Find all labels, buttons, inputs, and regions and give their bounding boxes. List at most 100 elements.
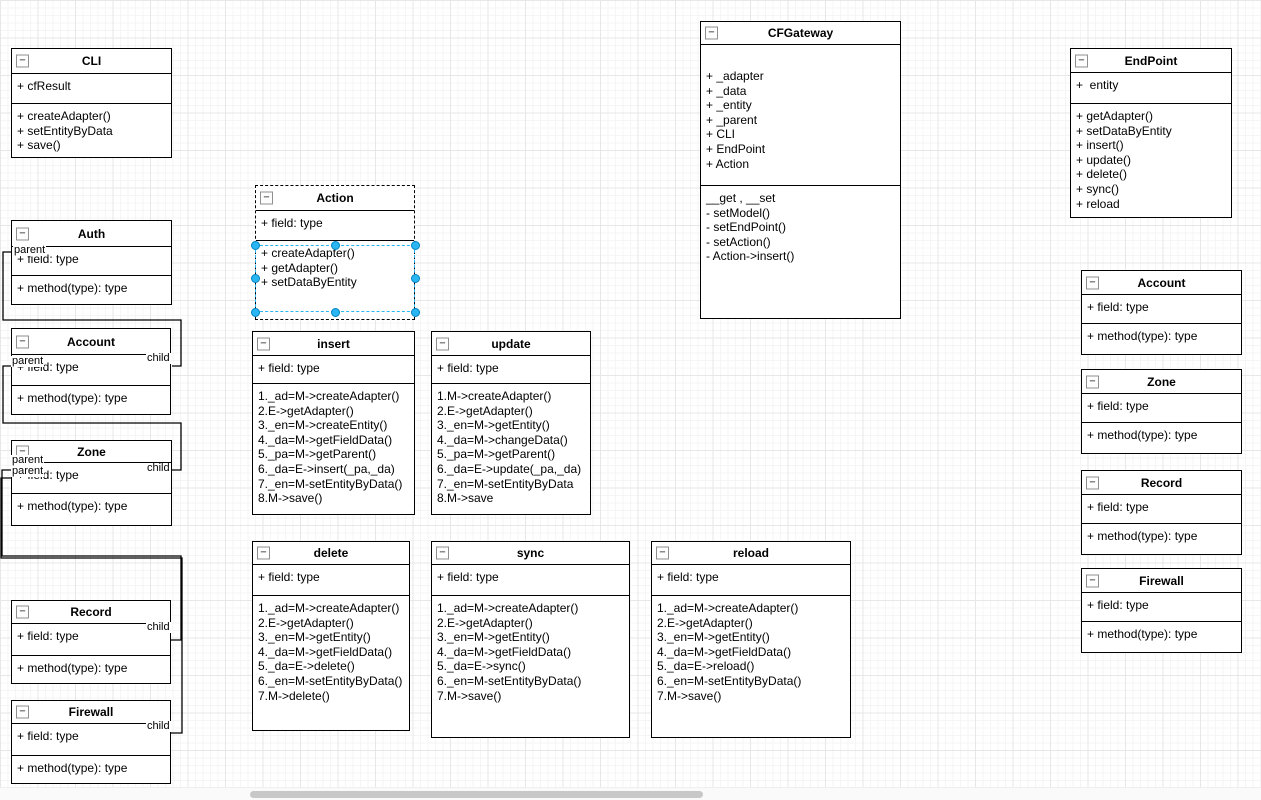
collapse-icon[interactable]: − (436, 546, 449, 560)
uml-method-line: 7._en=M-setEntityByData() (258, 476, 403, 491)
uml-method-line: 6._da=E->update(_pa,_da) (437, 461, 582, 476)
fields-compartment: + field: type (253, 356, 414, 384)
uml-method-line: + reload (1076, 196, 1120, 211)
uml-method-line: 4._da=M->getFieldData() (657, 644, 792, 659)
class-name: sync (516, 546, 545, 560)
selection-handle[interactable] (250, 240, 260, 250)
edge-zone-to-firewall[interactable] (0, 477, 183, 734)
class-record-left[interactable]: −Record+ field: type+ method(type): type (11, 600, 171, 684)
uml-method-line: 3._en=M->getEntity() (437, 418, 550, 433)
class-action[interactable]: −Action+ field: type+ createAdapter()+ g… (255, 185, 415, 320)
uml-method-line: - Action->insert() (706, 249, 795, 264)
class-name: Account (1137, 275, 1186, 290)
uml-field-line: + field: type (1087, 300, 1149, 314)
uml-method-line: + insert() (1076, 138, 1124, 153)
methods-compartment: 1._ad=M->createAdapter()2.E->getAdapter(… (652, 596, 850, 737)
uml-method-line: 7._en=M-setEntityByData (437, 476, 574, 491)
selection-rectangle (255, 245, 415, 312)
methods-compartment: + method(type): type (12, 494, 171, 525)
fields-compartment: + field: type (256, 211, 414, 241)
uml-field-line: + field: type (437, 361, 499, 375)
selection-handle[interactable] (330, 307, 340, 317)
collapse-icon[interactable]: − (436, 337, 449, 350)
selection-handle[interactable] (410, 307, 420, 317)
collapse-icon[interactable]: − (1086, 476, 1099, 489)
collapse-icon[interactable]: − (16, 335, 29, 348)
collapse-icon[interactable]: − (257, 546, 270, 560)
collapse-icon[interactable]: − (16, 605, 29, 619)
class-account-left[interactable]: −Account+ field: type+ method(type): typ… (11, 328, 171, 415)
class-firewall-right[interactable]: −Firewall+ field: type+ method(type): ty… (1081, 568, 1242, 653)
selection-handle[interactable] (330, 240, 340, 250)
uml-method-line: + method(type): type (17, 499, 128, 513)
uml-field-line: + Action (706, 156, 750, 171)
edge-account-to-zone[interactable] (2, 365, 182, 471)
class-name: Zone (1147, 374, 1176, 389)
class-title-bar: −EndPoint (1071, 49, 1231, 73)
uml-method-line: + method(type): type (1087, 428, 1198, 442)
class-cfgateway[interactable]: −CFGateway+ _adapter+ _data+ _entity+ _p… (700, 21, 901, 319)
uml-method-line: - setAction() (706, 234, 771, 249)
uml-method-line: + method(type): type (17, 281, 128, 295)
edge-label-child: child (146, 462, 171, 474)
class-record-right[interactable]: −Record+ field: type+ method(type): type (1081, 470, 1242, 555)
class-cli[interactable]: −CLI+ cfResult+ createAdapter()+ setEnti… (11, 48, 172, 158)
edge-zone-to-record[interactable] (1, 469, 182, 641)
uml-field-line: + _entity (706, 98, 752, 113)
edge-label-parent: parent (11, 454, 45, 466)
uml-method-line: 8.M->save() (258, 491, 323, 506)
fields-compartment: + entity (1071, 73, 1231, 104)
class-auth[interactable]: −Auth+ field: type+ method(type): type (11, 220, 172, 305)
class-title-bar: − reload (652, 542, 850, 565)
class-title-bar: −CLI (12, 49, 171, 74)
class-title-bar: −Account (12, 329, 170, 355)
collapse-icon[interactable]: − (1075, 54, 1088, 67)
selection-handle[interactable] (250, 274, 260, 283)
uml-field-line: + field: type (1087, 399, 1149, 413)
collapse-icon[interactable]: − (257, 337, 270, 350)
uml-method-line: 4._da=M->changeData() (437, 432, 568, 447)
collapse-icon[interactable]: − (1086, 276, 1099, 289)
collapse-icon[interactable]: − (1086, 574, 1099, 587)
uml-method-line: __get , __set (706, 191, 776, 205)
collapse-icon[interactable]: − (1086, 375, 1099, 388)
class-zone-right[interactable]: − Zone + field: type + method(type): type (1081, 369, 1242, 454)
collapse-icon[interactable]: − (16, 54, 29, 68)
class-firewall-left[interactable]: −Firewall+ field: type+ method(type): ty… (11, 700, 171, 784)
uml-field-line: + entity (1076, 78, 1119, 92)
methods-compartment: + method(type): type (1082, 324, 1241, 354)
uml-method-line: 7.M->save() (437, 688, 502, 703)
selection-handle[interactable] (410, 240, 420, 250)
uml-method-line: 2.E->getAdapter() (437, 403, 533, 418)
collapse-icon[interactable]: − (16, 227, 29, 240)
class-endpoint[interactable]: −EndPoint+ entity+ getAdapter()+ setData… (1070, 48, 1232, 218)
class-account-right[interactable]: − Account + field: type + method(type): typ… (1081, 270, 1242, 355)
methods-compartment: 1.M->createAdapter()2.E->getAdapter()3._… (432, 384, 590, 514)
uml-method-line: + delete() (1076, 167, 1128, 182)
selection-handle[interactable] (250, 307, 260, 317)
uml-field-line: + _data (706, 83, 747, 98)
collapse-icon[interactable]: − (16, 705, 29, 719)
selection-handle[interactable] (410, 274, 420, 283)
horizontal-scrollbar[interactable] (0, 787, 1261, 800)
collapse-icon[interactable]: − (656, 546, 669, 560)
collapse-icon[interactable]: − (260, 191, 273, 205)
class-name: reload (732, 546, 769, 560)
class-zone-left[interactable]: −Zone+ field: type+ method(type): type (11, 440, 172, 526)
uml-method-line: + method(type): type (1087, 529, 1198, 543)
uml-field-line: + field: type (261, 216, 323, 230)
uml-method-line: 5._da=E->reload() (657, 659, 755, 674)
collapse-icon[interactable]: − (705, 26, 718, 40)
uml-method-line: 6._en=M-setEntityByData() (258, 673, 403, 688)
edge-auth-to-account[interactable] (2, 251, 182, 367)
horizontal-scrollbar-thumb[interactable] (250, 791, 703, 798)
methods-compartment: + method(type): type (12, 386, 170, 414)
uml-method-line: 6._en=M-setEntityByData() (437, 673, 582, 688)
